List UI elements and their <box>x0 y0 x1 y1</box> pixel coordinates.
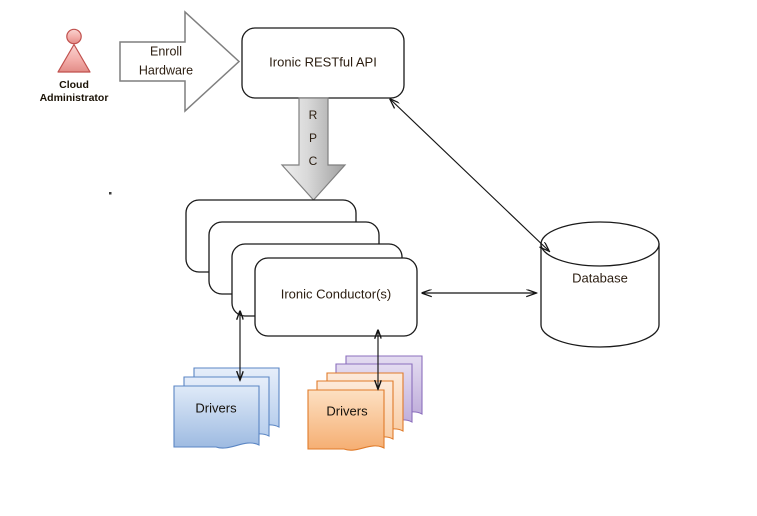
conductor-box-front <box>254 257 418 337</box>
cloud-administrator: Cloud Administrator <box>40 28 109 104</box>
rpc-letter-r: R <box>309 108 318 122</box>
drivers-orange[interactable]: Drivers <box>307 355 423 451</box>
enroll-label-line2: Hardware <box>139 63 193 77</box>
api-box-label: Ironic RESTful API <box>269 54 377 69</box>
actor-body-icon <box>57 43 91 73</box>
database-label: Database <box>572 270 628 285</box>
rpc-arrow: R P C <box>280 97 347 201</box>
database-top-ellipse <box>540 221 660 267</box>
rpc-letter-c: C <box>309 154 318 168</box>
conductor-label: Ironic Conductor(s) <box>281 286 392 301</box>
enroll-hardware-arrow: Enroll Hardware <box>119 10 241 113</box>
drivers-orange-label: Drivers <box>326 403 368 418</box>
stray-dot-artifact <box>109 192 112 195</box>
actor-label-line1: Cloud <box>59 79 89 91</box>
drivers-blue-doc-front <box>173 385 260 449</box>
actor-label-line2: Administrator <box>40 92 109 104</box>
drivers-blue[interactable]: Drivers <box>173 367 280 449</box>
enroll-arrow-shape <box>119 10 241 113</box>
ironic-restful-api[interactable]: Ironic RESTful API <box>241 27 405 99</box>
database-cylinder[interactable]: Database <box>540 221 660 348</box>
drivers-blue-label: Drivers <box>195 400 237 415</box>
actor-head-icon <box>66 28 82 45</box>
enroll-label-line1: Enroll <box>150 44 182 58</box>
rpc-letter-p: P <box>309 131 317 145</box>
ironic-conductors[interactable]: Ironic Conductor(s) <box>185 199 418 337</box>
api-database-line <box>390 99 549 251</box>
rpc-arrow-shape <box>280 97 347 201</box>
connector-api-to-database <box>390 99 549 251</box>
drivers-orange-doc-front <box>307 389 385 451</box>
database-body-shape <box>540 243 660 348</box>
